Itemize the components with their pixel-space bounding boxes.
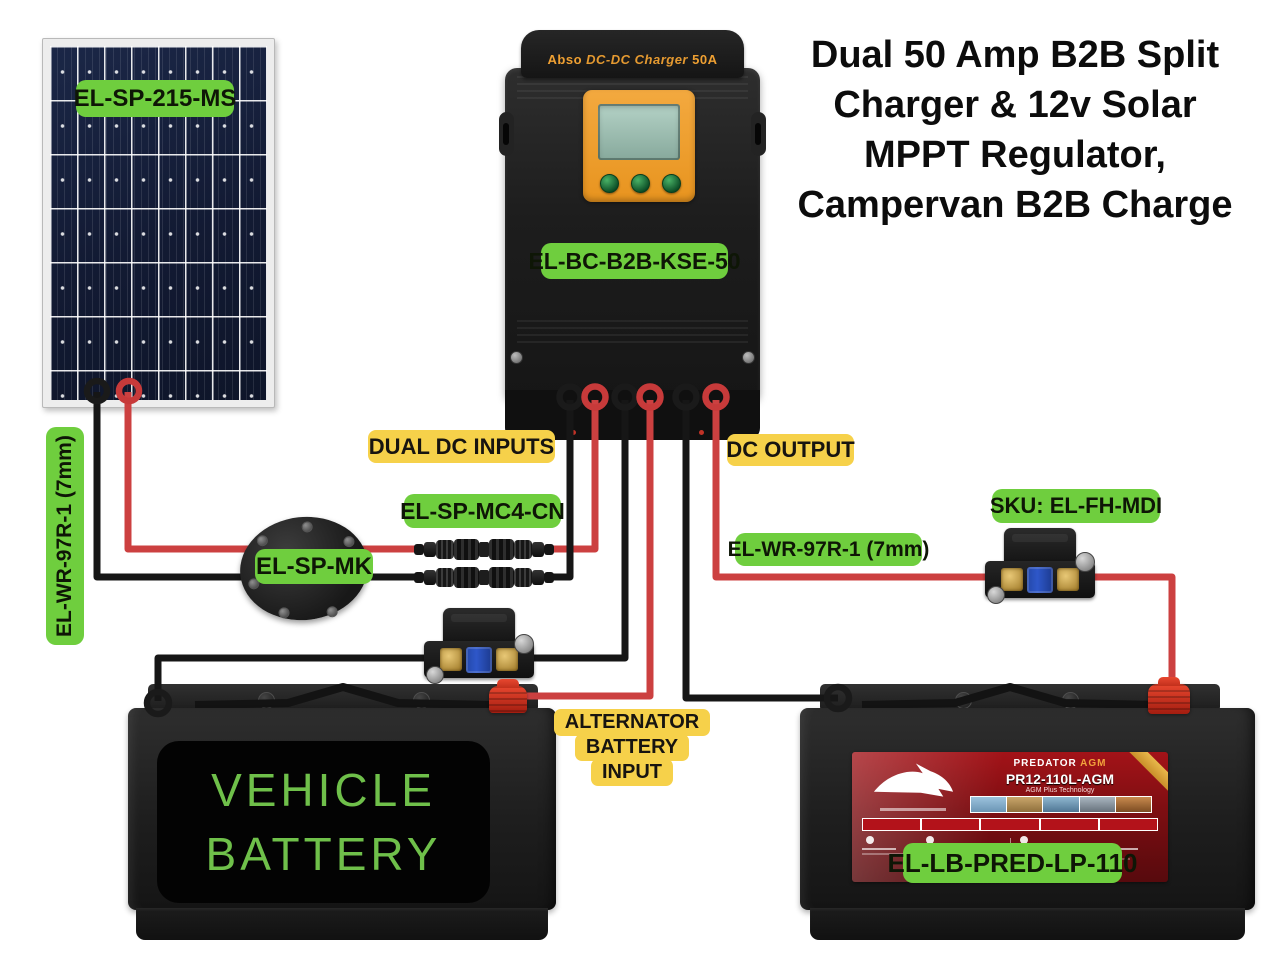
battery-brand-suffix: AGM (1080, 758, 1107, 769)
b2b-charger: Abso DC-DC Charger 50A EL-BC-B2B-KSE-50 (499, 30, 766, 440)
vehicle-battery-foot (136, 908, 548, 940)
logo-text-bar (880, 808, 946, 811)
label-alternator-input: ALTERNATOR BATTERY INPUT (552, 709, 712, 786)
vehicle-positive-terminal-cover (489, 679, 527, 713)
ring-terminal (581, 383, 609, 411)
ring-terminal (611, 383, 639, 411)
alternator-label-line: ALTERNATOR (553, 709, 711, 736)
charger-rating: 50A (692, 52, 718, 67)
alternator-label-line: INPUT (591, 759, 673, 786)
fuse-holder-output (985, 528, 1095, 608)
battery-brand-line: PREDATOR AGM (972, 758, 1148, 769)
vehicle-battery-name: BATTERY (205, 828, 442, 880)
leisure-positive-terminal-cover (1148, 677, 1190, 714)
fuse-holder-mid (424, 608, 534, 688)
battery-brand: PREDATOR (1013, 758, 1077, 769)
vehicle-battery: VEHICLE BATTERY (128, 708, 556, 910)
ring-terminal (636, 383, 664, 411)
leisure-battery-sku-label: EL-LB-PRED-LP-110 (888, 843, 1137, 883)
mounting-screw-icon (742, 351, 755, 364)
mc4-connector-black (414, 566, 554, 588)
charger-mount-tab (499, 112, 514, 156)
charger-top-cap: Abso DC-DC Charger 50A (521, 30, 744, 78)
wire-vehicle-battery-red (512, 400, 654, 700)
ring-terminal (143, 688, 173, 718)
battery-handle (861, 683, 1159, 709)
output-wire-sku-label: EL-WR-97R-1 (7mm) (728, 533, 929, 566)
ring-terminal (83, 377, 111, 405)
battery-handle (194, 683, 492, 709)
battery-tech-line: AGM Plus Technology (1025, 787, 1095, 794)
charger-brand: Abso (547, 52, 583, 67)
charger-lcd-screen (598, 104, 680, 160)
vehicle-battery-panel: VEHICLE BATTERY (157, 741, 490, 903)
vehicle-battery-name: VEHICLE (211, 764, 436, 816)
leisure-battery-foot (810, 908, 1245, 940)
charger-product: DC-DC Charger (586, 52, 688, 67)
alternator-label-line: BATTERY (574, 734, 690, 761)
label-photo-strip (970, 796, 1152, 813)
gland-sku-label: EL-SP-MK (255, 549, 373, 584)
wire-vehicle-battery-black (154, 400, 629, 701)
diagram-title: Dual 50 Amp B2B Split Charger & 12v Sola… (775, 30, 1255, 230)
mounting-screw-icon (510, 351, 523, 364)
title-line: Dual 50 Amp B2B Split (810, 34, 1220, 76)
mc4-connector-red (414, 538, 554, 560)
left-wire-sku-label: EL-WR-97R-1 (7mm) (46, 427, 84, 645)
solar-panel-sku-label: EL-SP-215-MS (74, 80, 236, 117)
ring-terminal (115, 377, 143, 405)
label-dual-dc-inputs: DUAL DC INPUTS (368, 430, 555, 463)
charger-ridges (517, 320, 748, 344)
fuse-sku-label: SKU: EL-FH-MDI (990, 489, 1162, 523)
charger-button-icon (600, 174, 619, 193)
label-spec-row (862, 818, 1158, 831)
ring-terminal (672, 383, 700, 411)
wire-leisure-battery-black (682, 400, 838, 702)
wire-leisure-battery-red (712, 400, 1176, 700)
charger-button-icon (662, 174, 681, 193)
charger-mount-tab (751, 112, 766, 156)
charger-led (699, 430, 704, 435)
charger-brand-text: Abso DC-DC Charger 50A (521, 52, 744, 67)
ring-terminal (823, 683, 853, 713)
battery-model: PR12-110L-AGM (1005, 771, 1115, 787)
ring-terminal (702, 383, 730, 411)
title-line: MPPT Regulator, (864, 134, 1166, 176)
ring-terminal (556, 383, 584, 411)
charger-sku-label: EL-BC-B2B-KSE-50 (528, 243, 741, 279)
predator-shark-icon (873, 763, 954, 797)
title-line: Charger & 12v Solar (833, 84, 1197, 126)
charger-button-icon (631, 174, 650, 193)
charger-display (583, 90, 695, 202)
title-line: Campervan B2B Charge (797, 184, 1233, 226)
label-dc-output: DC OUTPUT (726, 434, 855, 466)
mc4-sku-label: EL-SP-MC4-CN (400, 494, 565, 528)
